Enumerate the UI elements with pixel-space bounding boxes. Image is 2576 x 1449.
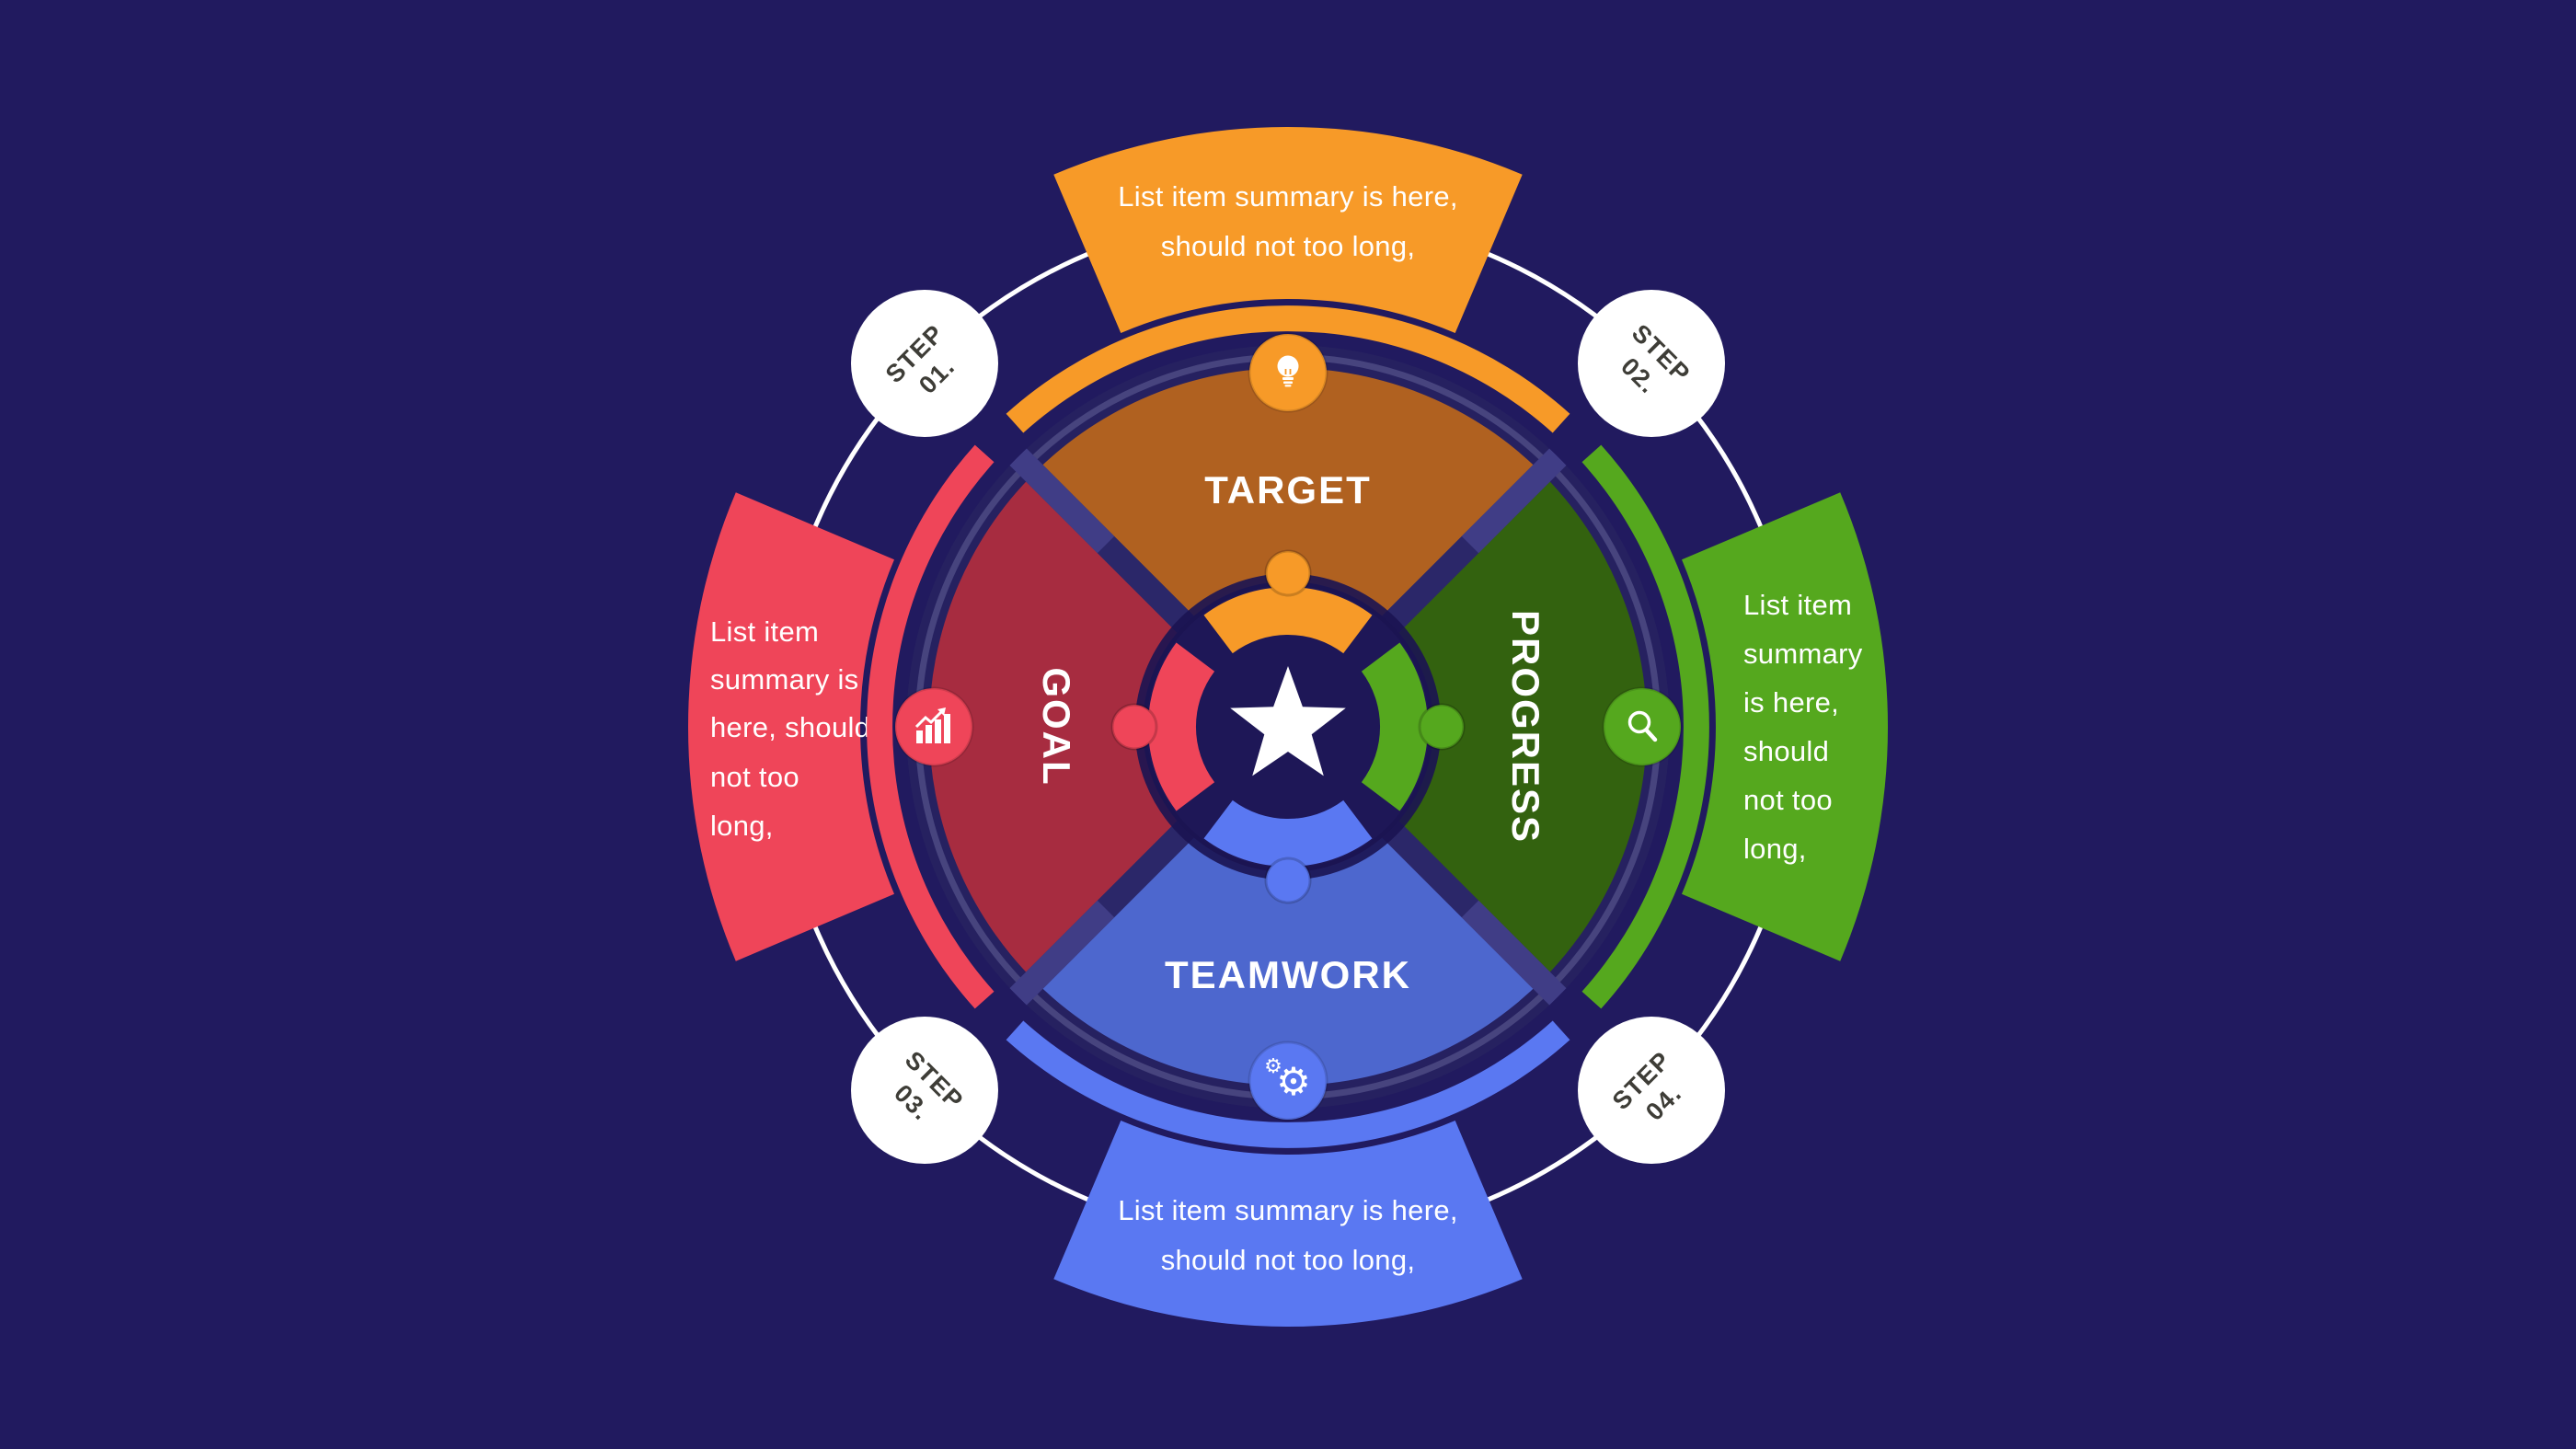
band-goal (867, 444, 995, 1009)
fan-teamwork-line: should not too long, (1161, 1244, 1416, 1276)
bar-chart-circle (893, 686, 974, 767)
quadrant-target (1034, 367, 1542, 629)
star-icon (1230, 666, 1346, 776)
step-badge-02: STEP 02. (1578, 290, 1725, 437)
step-02-circle (1578, 290, 1725, 437)
fan-progress-line: long, (1743, 833, 1807, 865)
fan-progress-line: List item (1743, 589, 1852, 621)
band-progress (1581, 444, 1709, 1009)
quadrant-goal (928, 473, 1190, 981)
label-target: TARGET (1204, 468, 1372, 512)
fan-goal-line: List item (710, 615, 819, 648)
step-badge-04: STEP 04. (1578, 1017, 1725, 1164)
fan-progress-line: should (1743, 735, 1829, 767)
knob-target (1264, 549, 1312, 597)
knob-progress (1418, 703, 1466, 751)
divider-light-segment (1461, 448, 1567, 554)
fan-teamwork-line: List item summary is here, (1118, 1194, 1458, 1226)
band-teamwork (1006, 1020, 1570, 1148)
step-badge-01: STEP 01. (851, 290, 998, 437)
band-target (1006, 305, 1570, 433)
fan-progress-line: is here, (1743, 686, 1839, 719)
search-icon (1627, 710, 1658, 742)
icon-circle-goal (893, 686, 974, 767)
fan-goal-line: here, should (710, 711, 870, 743)
fan-progress-shape (1682, 492, 1889, 961)
gears-circle (1248, 1041, 1328, 1121)
inner-arc-goal (1147, 642, 1215, 811)
bar-chart-icon (914, 707, 950, 743)
label-goal: GOAL (1035, 667, 1078, 786)
fan-goal-line: not too (710, 761, 799, 793)
step-03-circle (851, 1017, 998, 1164)
knob-goal (1110, 703, 1158, 751)
fan-teamwork-shape (1053, 1121, 1523, 1328)
step-01-circle (851, 290, 998, 437)
icon-circle-progress (1602, 686, 1683, 767)
inner-arc-teamwork (1203, 799, 1373, 868)
fan-progress-line: summary (1743, 638, 1863, 670)
fan-progress: List item summary is here, should not to… (1682, 492, 1889, 961)
quadrant-teamwork (1034, 824, 1542, 1087)
fan-target-line: should not too long, (1161, 230, 1416, 262)
fan-goal-line: summary is (710, 663, 858, 696)
label-progress: PROGRESS (1504, 610, 1547, 844)
fan-goal-line: long, (710, 810, 774, 842)
fan-progress-line: not too (1743, 784, 1833, 816)
icon-circle-teamwork: ⚙ ⚙ (1248, 1041, 1328, 1121)
fan-teamwork: List item summary is here, should not to… (1053, 1121, 1523, 1328)
svg-text:⚙: ⚙ (1276, 1059, 1311, 1104)
fan-goal-shape (687, 492, 894, 961)
step-badge-03: STEP 03. (851, 1017, 998, 1164)
inner-arc-target (1203, 586, 1373, 654)
search-circle (1602, 686, 1683, 767)
label-teamwork: TEAMWORK (1165, 953, 1411, 996)
divider-light-segment (1461, 900, 1567, 1006)
fan-target: List item summary is here, should not to… (1053, 126, 1523, 333)
icon-circle-target (1248, 332, 1328, 413)
svg-text:⚙: ⚙ (1264, 1055, 1282, 1078)
fan-target-shape (1053, 126, 1523, 333)
fan-target-line: List item summary is here, (1118, 180, 1458, 213)
knob-teamwork (1264, 857, 1312, 904)
divider-light-segment (1009, 448, 1115, 554)
quadrant-progress (1386, 473, 1648, 981)
fan-goal: List item summary is here, should not to… (687, 492, 894, 961)
gears-icon: ⚙ ⚙ (1264, 1055, 1311, 1104)
inner-arc-progress (1361, 642, 1429, 811)
lightbulb-icon (1277, 355, 1299, 387)
divider-light-segment (1009, 900, 1115, 1006)
step-04-circle (1578, 1017, 1725, 1164)
